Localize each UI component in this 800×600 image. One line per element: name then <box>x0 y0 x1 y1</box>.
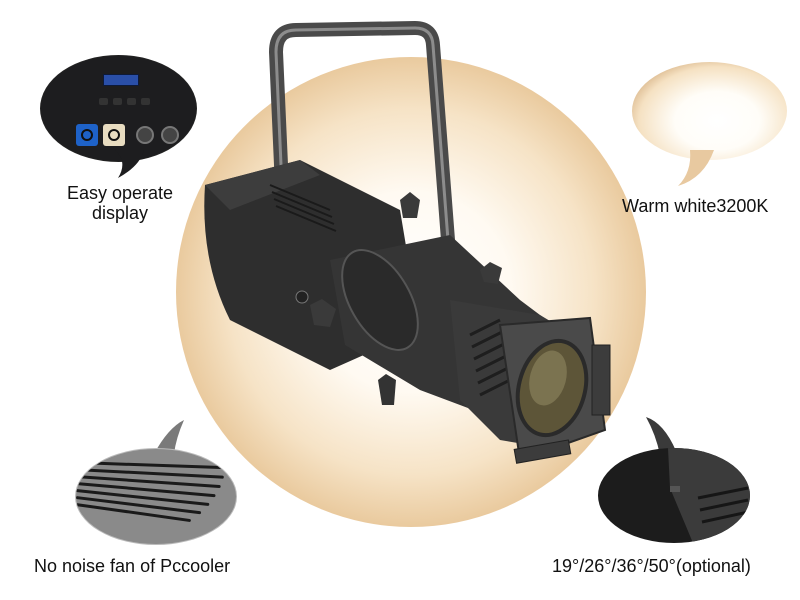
lcd-display <box>103 74 139 86</box>
lens-callout-image <box>598 448 750 543</box>
power-in-connector <box>76 124 98 146</box>
beam-angle-label: 19°/26°/36°/50°(optional) <box>552 556 751 576</box>
up-button <box>113 98 122 105</box>
control-panel-callout-image <box>40 55 197 162</box>
bubble-tail <box>154 420 184 454</box>
fan-feature-label: No noise fan of Pccooler <box>34 556 231 576</box>
display-feature-label: Easy operate display <box>66 183 174 223</box>
fan-callout-image <box>75 448 237 545</box>
menu-button <box>99 98 108 105</box>
bubble-tail <box>646 417 676 455</box>
warm-white-callout-image <box>632 62 787 160</box>
bubble-tail <box>678 150 714 186</box>
enter-button <box>141 98 150 105</box>
dmx-in-connector <box>161 126 179 144</box>
down-button <box>127 98 136 105</box>
dmx-out-connector <box>136 126 154 144</box>
bubble-tail <box>115 150 144 178</box>
power-out-connector <box>103 124 125 146</box>
color-temperature-label: Warm white3200K <box>622 196 769 216</box>
